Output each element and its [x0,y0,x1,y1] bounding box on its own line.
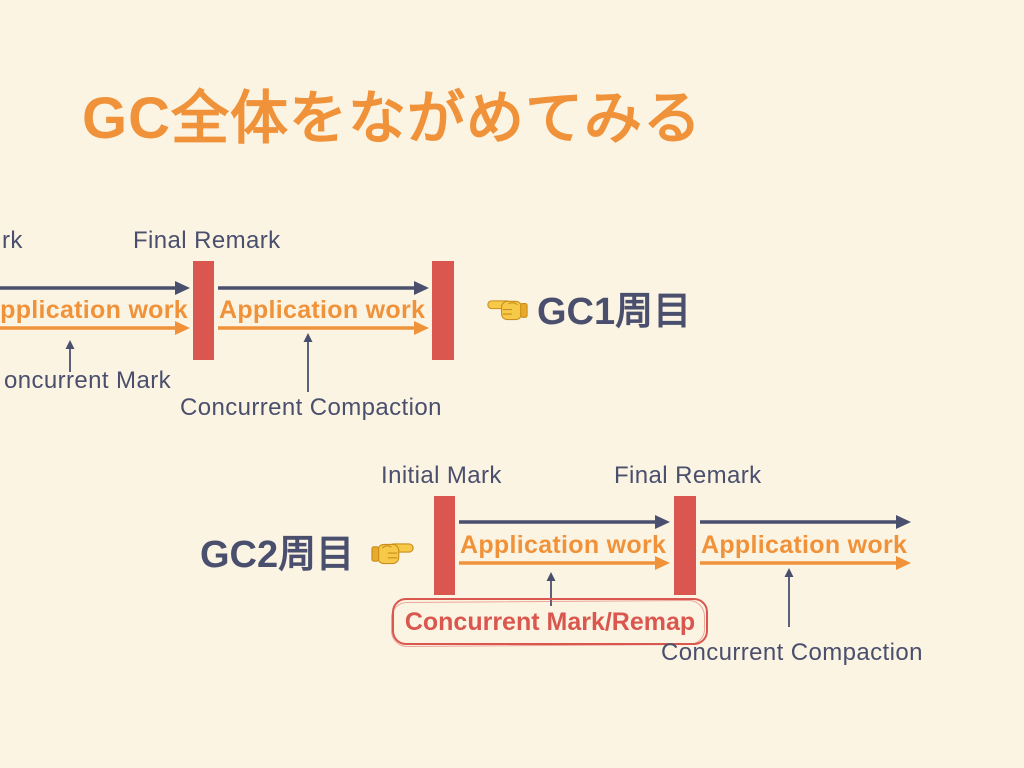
gc1-heading: GC1周目 [537,291,692,333]
lower-thread-arrow [218,321,429,335]
phase-pointer-arrow [784,568,794,627]
initial-mark-label: rk [2,227,23,254]
application-work-label: Application work [219,296,426,324]
gc2-heading: GC2周目 [200,534,355,576]
application-work-label: Application work [701,531,908,559]
lower-thread-arrow [700,556,911,570]
phase-pointer-arrow [65,340,75,372]
pause-bar [432,261,454,360]
concurrent-mark-label: oncurrent Mark [4,367,171,394]
application-work-label: pplication work [0,296,188,324]
concurrent-compaction-label: Concurrent Compaction [180,394,442,421]
application-work-label: Application work [460,531,667,559]
upper-thread-arrow [700,515,911,529]
final-remark-pause-bar [674,496,696,595]
final-remark-label: Final Remark [614,462,762,489]
slide-title: GC全体をながめてみる [82,86,703,151]
upper-thread-arrow [459,515,670,529]
upper-thread-arrow [218,281,429,295]
final-remark-label: Final Remark [133,227,281,254]
gc1-timeline [0,261,454,392]
concurrent-mark-remap-label: Concurrent Mark/Remap [404,607,696,636]
final-remark-pause-bar [193,261,214,360]
pointing-left-hand-icon [487,300,528,321]
highlight-box: Concurrent Mark/Remap [392,598,708,645]
phase-pointer-arrow [303,333,313,392]
pointing-right-hand-icon [371,543,414,565]
gc2-timeline [434,496,911,627]
upper-thread-arrow [0,281,190,295]
initial-mark-pause-bar [434,496,455,595]
initial-mark-label: Initial Mark [381,462,502,489]
lower-thread-arrow [0,321,190,335]
lower-thread-arrow [459,556,670,570]
concurrent-compaction-label: Concurrent Compaction [661,639,923,666]
